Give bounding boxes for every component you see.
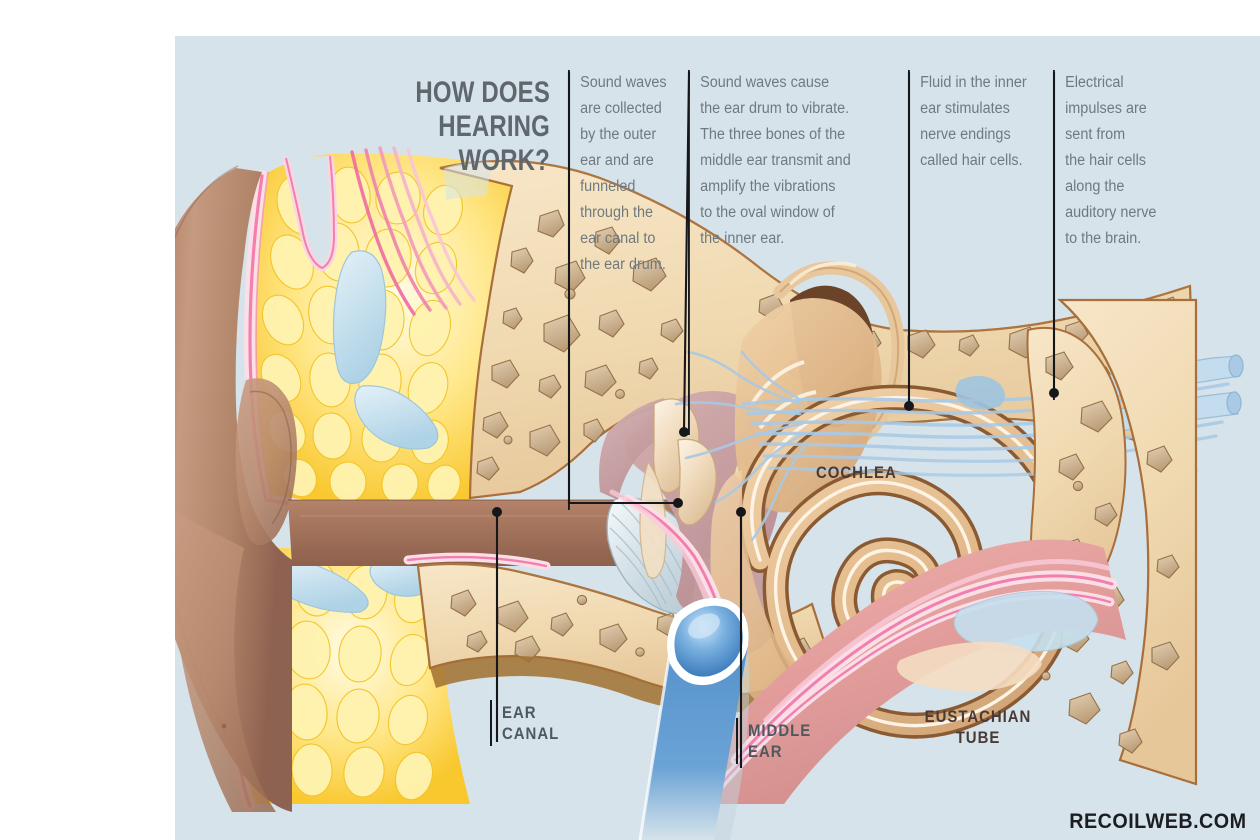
callout-step-2: Sound waves cause the ear drum to vibrat… [688, 70, 877, 435]
label-eustachian-tube: EUSTACHIAN TUBE [924, 707, 1032, 747]
label-middle-ear: MIDDLE EAR [748, 721, 812, 761]
middle-ear-label-tick [736, 718, 739, 764]
ear-canal-label-tick [490, 700, 493, 746]
label-cochlea: COCHLEA [816, 463, 897, 482]
page-title: HOW DOES HEARING WORK? [415, 76, 550, 177]
callout-step-3: Fluid in the inner ear stimulates nerve … [908, 70, 1046, 400]
callout-step-1: Sound waves are collected by the outer e… [568, 70, 690, 510]
callout-step-4: Electrical impulses are sent from the ha… [1053, 70, 1177, 400]
watermark: RECOILWEB.COM [1068, 810, 1246, 833]
label-ear-canal: EAR CANAL [502, 703, 560, 743]
